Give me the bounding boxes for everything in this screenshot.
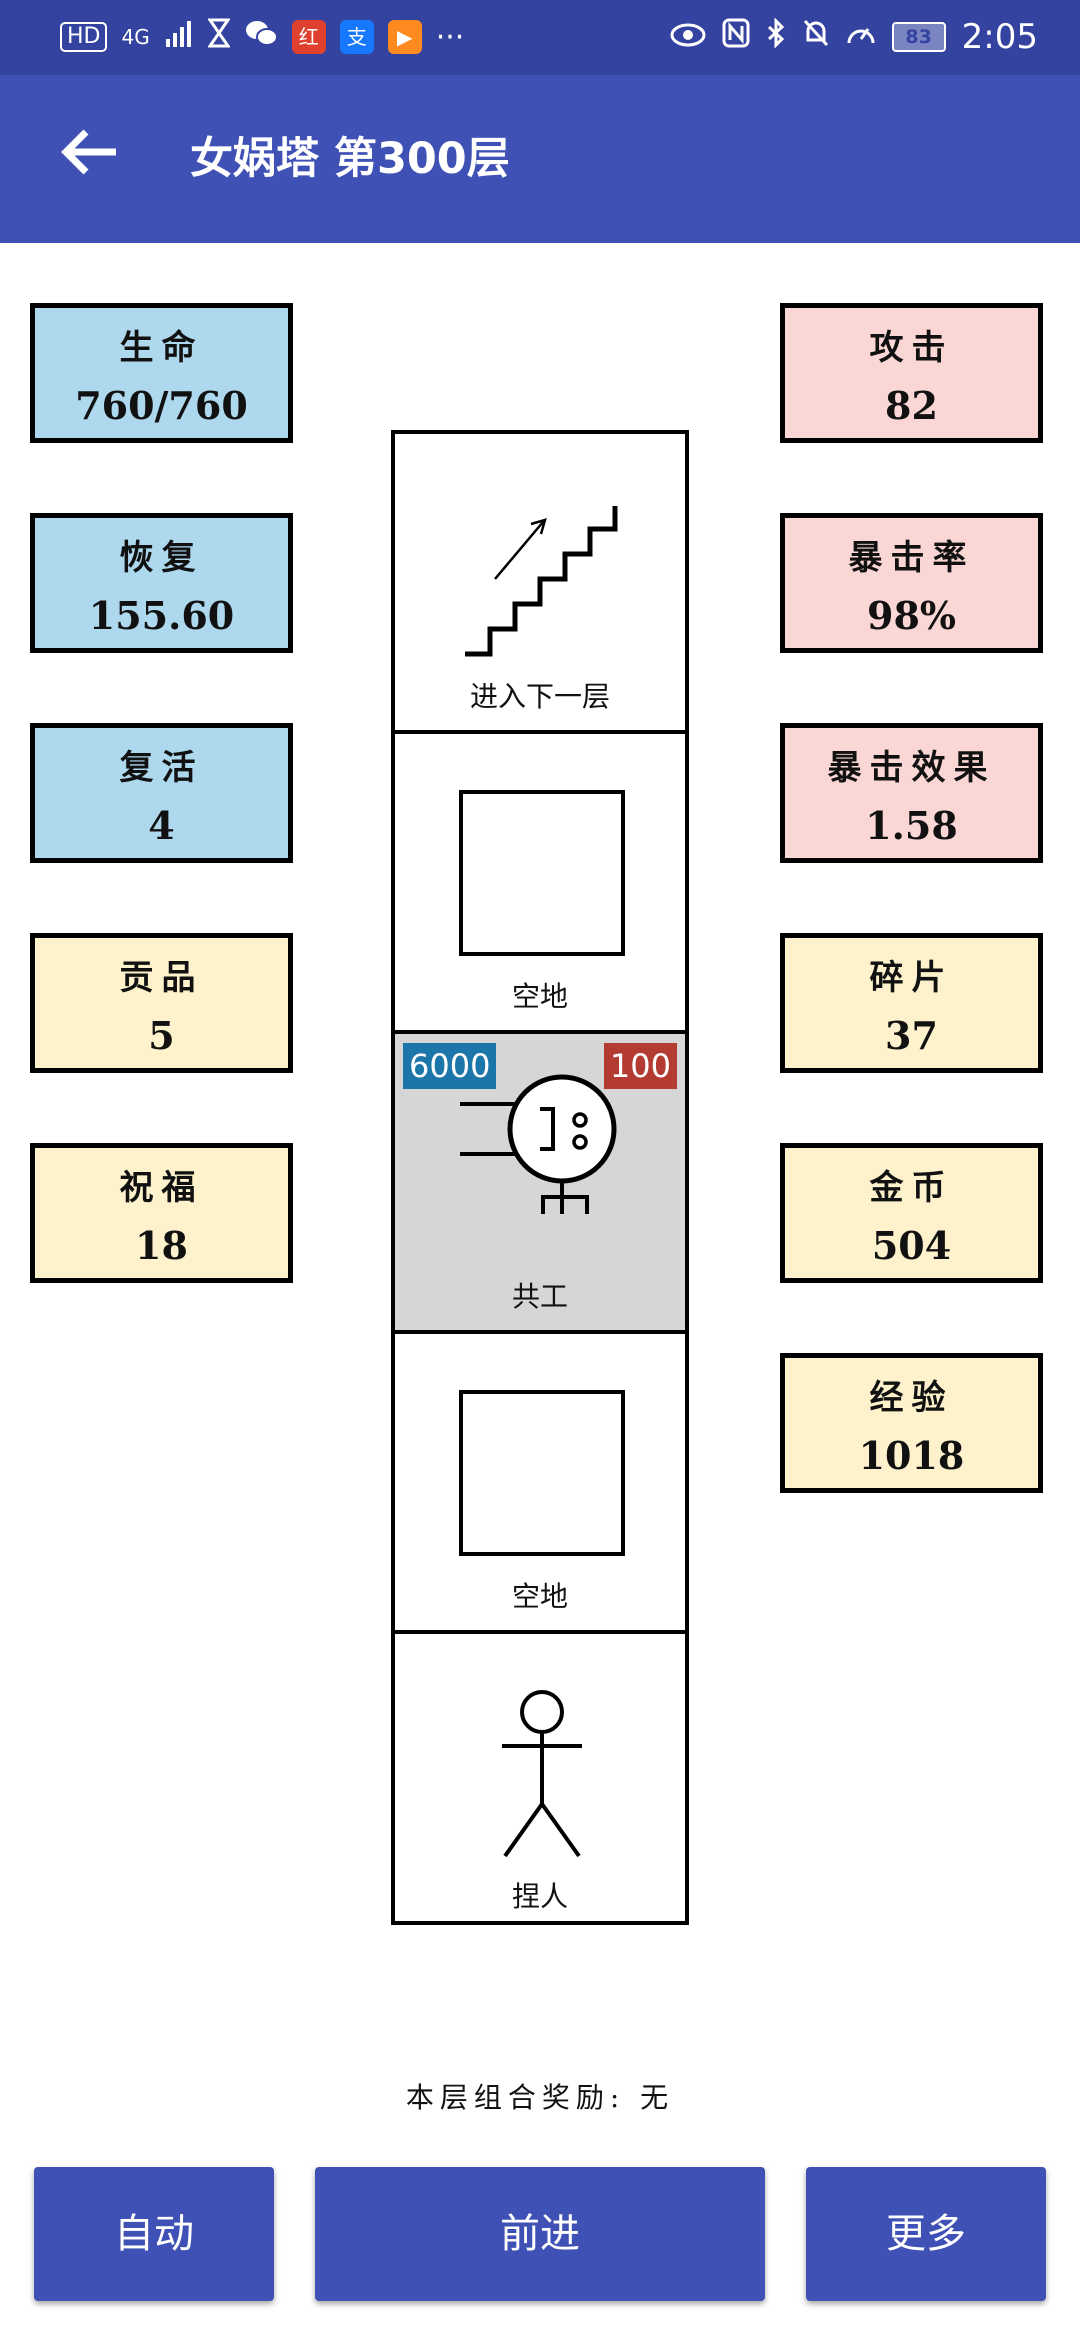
stat-value: 1018 [858, 1433, 965, 1478]
stat-label: 暴击率 [848, 538, 975, 578]
stat-value: 1.58 [865, 803, 958, 848]
stat-label: 碎片 [869, 958, 954, 998]
stat-value: 82 [885, 383, 938, 428]
stat-label: 攻击 [869, 328, 954, 368]
forward-button[interactable]: 前进 [315, 2167, 765, 2301]
stat-value: 5 [148, 1013, 175, 1058]
tower-cell-empty[interactable]: 空地 [395, 734, 685, 1034]
stat-card-shards: 碎片 37 [780, 933, 1043, 1073]
stat-label: 复活 [119, 748, 204, 788]
battery-indicator: 83 [891, 22, 946, 52]
app-badge-orange: ▶ [387, 20, 422, 54]
status-left: HD 4G 红 支 ▶ ··· [60, 14, 464, 60]
cell-caption: 进入下一层 [469, 680, 610, 713]
stat-card-gold: 金币 504 [780, 1143, 1043, 1283]
tower-column: 进入下一层 空地 6000 100 共工 空地 [391, 430, 689, 1925]
app-badge-red: 红 [291, 20, 326, 54]
stat-card-exp: 经验 1018 [780, 1353, 1043, 1493]
monster-icon [460, 1074, 617, 1214]
clock: 2:05 [961, 17, 1038, 57]
stat-value: 504 [871, 1223, 952, 1268]
stat-label: 经验 [869, 1378, 954, 1418]
stat-card-crit-rate: 暴击率 98% [780, 513, 1043, 653]
stat-value: 98% [867, 593, 956, 638]
arrow-left-icon [61, 129, 116, 175]
stat-value: 4 [148, 803, 175, 848]
stat-value: 18 [135, 1223, 188, 1268]
stat-label: 生命 [119, 328, 204, 368]
stairs-icon [465, 506, 618, 657]
more-notifications-icon: ··· [435, 19, 465, 55]
page-title: 女娲塔 第300层 [190, 134, 510, 184]
tower-cell-monster[interactable]: 6000 100 共工 [395, 1034, 685, 1334]
signal-icon [164, 19, 194, 55]
floor-reward-text: 本层组合奖励: 无 [405, 2081, 675, 2114]
status-right: 83 2:05 [670, 14, 1038, 60]
stat-label: 暴击效果 [827, 748, 996, 788]
stat-value: 155.60 [88, 593, 235, 638]
cell-caption: 共工 [511, 1280, 568, 1313]
tower-cell-next-floor[interactable]: 进入下一层 [395, 434, 685, 734]
back-button[interactable] [52, 119, 132, 199]
cell-caption: 捏人 [511, 1880, 568, 1913]
monster-hp-badge: 6000 [403, 1043, 497, 1089]
stat-card-blessing: 祝福 18 [30, 1143, 293, 1283]
stat-card-regen: 恢复 155.60 [30, 513, 293, 653]
monster-attack-badge: 100 [603, 1043, 677, 1089]
mute-bell-icon [802, 18, 830, 56]
app-badge-alipay: 支 [339, 20, 374, 54]
app-bar: 女娲塔 第300层 [0, 75, 1080, 243]
bluetooth-icon [766, 17, 786, 56]
stat-card-crit-effect: 暴击效果 1.58 [780, 723, 1043, 863]
empty-square-icon [459, 1390, 625, 1556]
stat-label: 祝福 [119, 1168, 204, 1208]
stat-label: 恢复 [119, 538, 204, 578]
stat-card-attack: 攻击 82 [780, 303, 1043, 443]
network-indicator: 4G [121, 25, 150, 49]
stat-value: 37 [885, 1013, 938, 1058]
stat-card-hp: 生命 760/760 [30, 303, 293, 443]
stat-label: 金币 [869, 1168, 954, 1208]
hd-indicator: HD [60, 22, 108, 52]
tower-cell-player[interactable]: 捏人 [395, 1634, 685, 1921]
stat-card-revive: 复活 4 [30, 723, 293, 863]
status-bar: HD 4G 红 支 ▶ ··· 83 2:05 [0, 0, 1080, 75]
hourglass-icon [206, 18, 231, 56]
tower-cell-empty[interactable]: 空地 [395, 1334, 685, 1634]
empty-square-icon [459, 790, 625, 956]
more-button[interactable]: 更多 [806, 2167, 1046, 2301]
auto-button[interactable]: 自动 [34, 2167, 274, 2301]
stat-label: 贡品 [119, 958, 204, 998]
cell-caption: 空地 [511, 1580, 568, 1613]
speed-gauge-icon [846, 19, 876, 55]
stat-value: 760/760 [75, 383, 248, 428]
stat-card-tribute: 贡品 5 [30, 933, 293, 1073]
wechat-icon [244, 18, 278, 56]
cell-caption: 空地 [511, 980, 568, 1013]
stick-figure-icon [502, 1690, 582, 1858]
nfc-icon [722, 18, 750, 56]
eye-icon [670, 20, 706, 55]
